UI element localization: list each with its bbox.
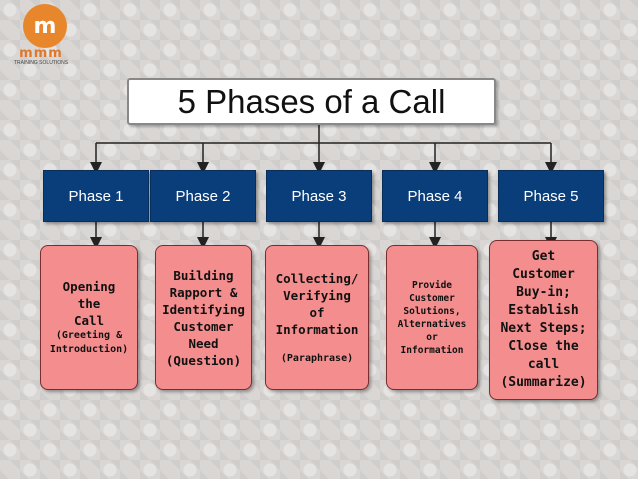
phase-3-detail-text: Collecting/ Verifying of Information: [275, 270, 359, 337]
phase-5-detail: Get Customer Buy-in; Establish Next Step…: [489, 240, 598, 400]
phase-4-detail-text: Provide Customer Solutions, Alternatives…: [397, 279, 467, 356]
phase-3-detail-note: (Paraphrase): [280, 352, 354, 364]
logo-mark: m: [23, 4, 67, 48]
phase-5-box: Phase 5: [498, 170, 604, 222]
phase-5-detail-text: Get Customer Buy-in; Establish Next Step…: [500, 249, 587, 390]
phase-2-detail: Building Rapport & Identifying Customer …: [155, 245, 252, 390]
phase-4-detail: Provide Customer Solutions, Alternatives…: [386, 245, 478, 390]
phase-1-detail-note: (Greeting & Introduction): [49, 330, 129, 355]
company-logo: m mmm TRAINING SOLUTIONS: [6, 2, 76, 68]
phase-1-box: Phase 1: [43, 170, 149, 222]
phase-1-detail-text: Opening the Call: [62, 279, 116, 328]
phase-2-detail-text: Building Rapport & Identifying Customer …: [162, 267, 245, 368]
phase-3-detail: Collecting/ Verifying of Information (Pa…: [265, 245, 369, 390]
logo-tagline: TRAINING SOLUTIONS: [13, 60, 69, 66]
logo-name: mmm: [19, 46, 63, 61]
phase-3-box: Phase 3: [266, 170, 372, 222]
phase-2-box: Phase 2: [150, 170, 256, 222]
phase-1-detail: Opening the Call (Greeting & Introductio…: [40, 245, 138, 390]
phase-4-box: Phase 4: [382, 170, 488, 222]
diagram-title: 5 Phases of a Call: [127, 78, 496, 125]
